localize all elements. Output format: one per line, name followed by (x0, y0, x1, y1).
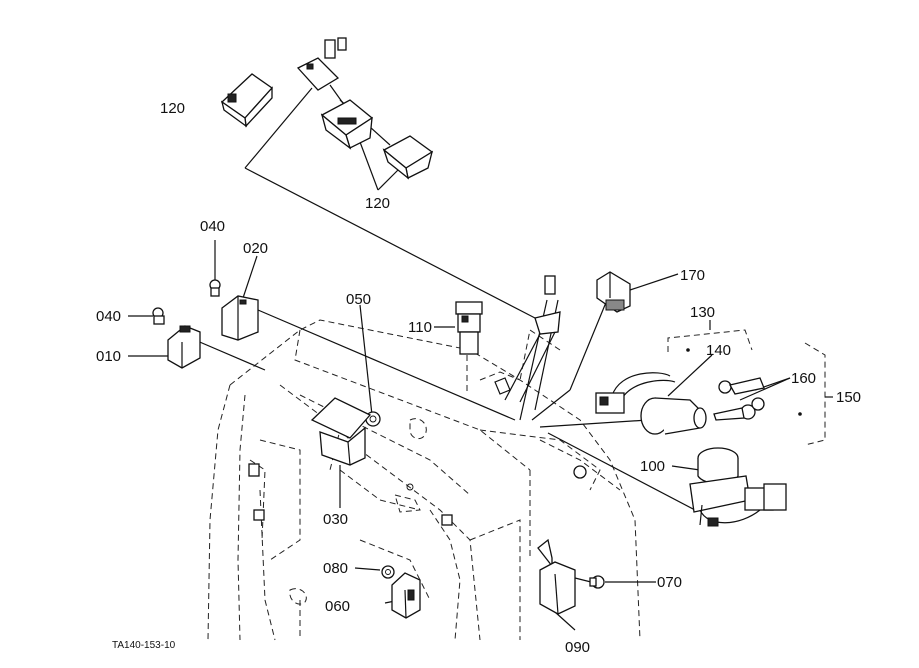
relay-120-a (220, 73, 273, 128)
relay-020 (221, 295, 259, 341)
relay-030 (310, 397, 372, 466)
rod-assembly (504, 275, 561, 403)
relay-090 (537, 538, 576, 615)
callout-080: 080 (323, 560, 348, 577)
callout-160: 160 (791, 370, 816, 387)
callout-040-b: 040 (96, 308, 121, 325)
callout-170: 170 (680, 267, 705, 284)
figure-code: TA140-153-10 (112, 640, 176, 651)
callout-010: 010 (96, 348, 121, 365)
switch-110 (455, 301, 483, 355)
leader-lines (128, 84, 833, 631)
relay-120-b (320, 99, 374, 150)
callout-050: 050 (346, 291, 371, 308)
connector-170 (596, 271, 631, 313)
callout-labels: 120 120 040 020 040 010 050 110 170 130 … (96, 100, 861, 656)
callout-090: 090 (565, 639, 590, 656)
callout-100: 100 (640, 458, 665, 475)
relay-bracket (296, 37, 347, 91)
callout-110: 110 (408, 319, 432, 336)
callout-120-a: 120 (160, 100, 185, 117)
callout-140: 140 (706, 342, 731, 359)
callout-070: 070 (657, 574, 682, 591)
callout-030: 030 (323, 511, 348, 528)
screw-070 (589, 575, 605, 589)
key-switch-140 (595, 372, 707, 435)
panel-details (248, 377, 587, 526)
callout-120-b: 120 (365, 195, 390, 212)
screw-040-a (209, 279, 221, 297)
keys-160 (713, 377, 765, 421)
relay-060 (391, 572, 421, 619)
screw-040-b (152, 307, 165, 325)
callout-130: 130 (690, 304, 715, 321)
nut-080 (381, 565, 395, 579)
callout-040-a: 040 (200, 218, 225, 235)
relay-010 (167, 325, 201, 369)
relay-120-c (382, 135, 434, 180)
callout-060: 060 (325, 598, 350, 615)
ignition-switch-100 (689, 447, 787, 527)
callout-020: 020 (243, 240, 268, 257)
callout-150: 150 (836, 389, 861, 406)
